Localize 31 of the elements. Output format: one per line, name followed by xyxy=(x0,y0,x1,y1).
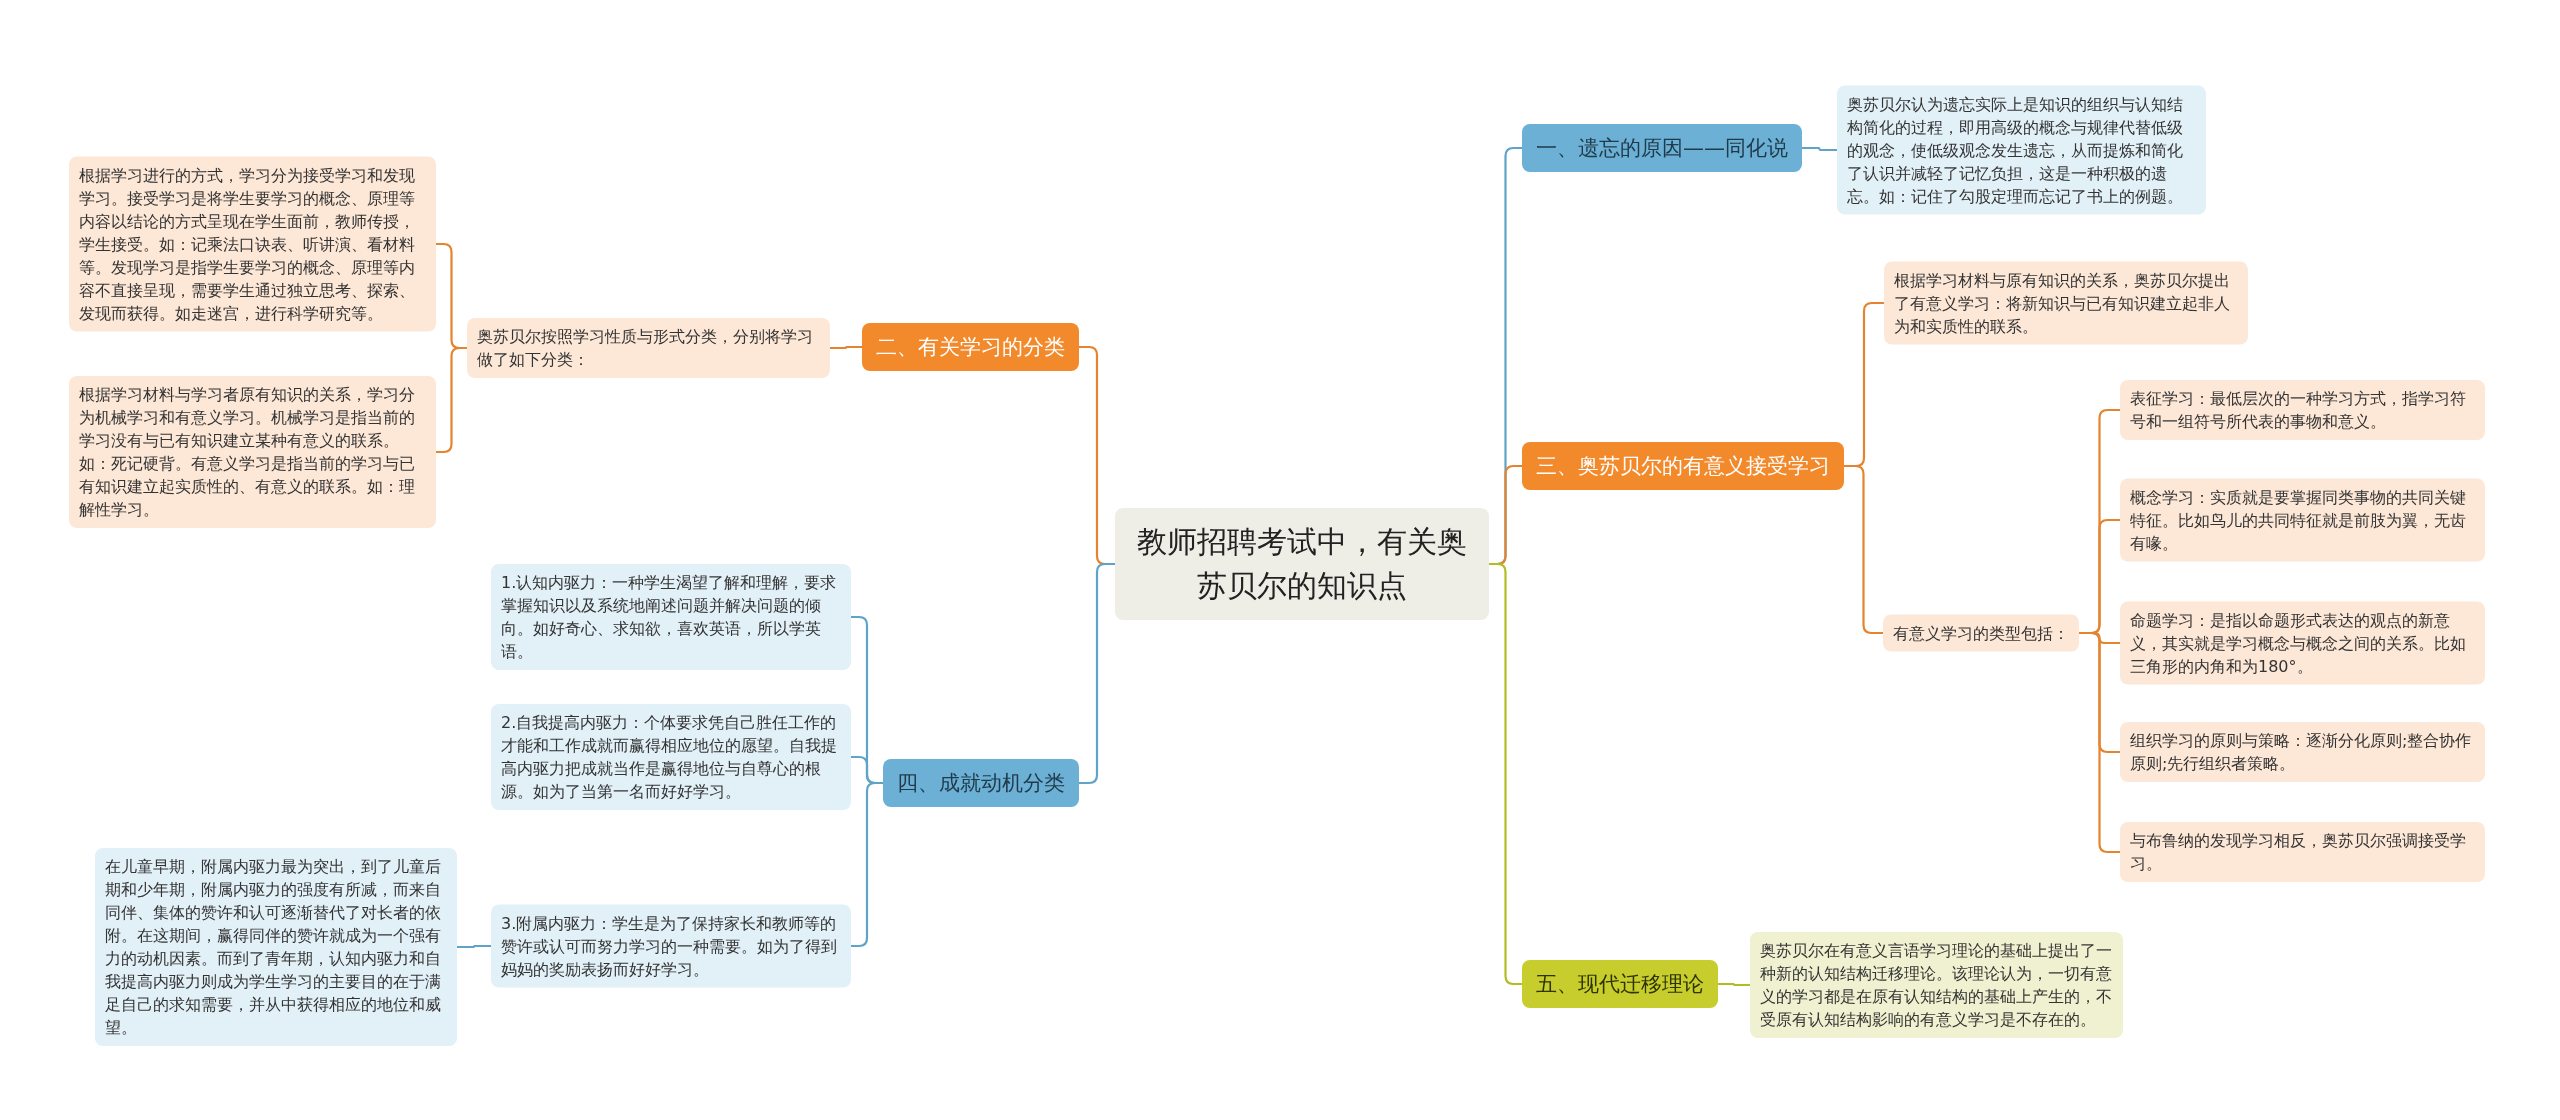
connector-line xyxy=(1844,464,1883,635)
subtopic-box: 1.认知内驱力：一种学生渴望了解和理解，要求掌握知识以及系统地阐述问题并解决问题的倾向。如好奇心、求知欲，喜欢英语，所以学英语。 xyxy=(491,564,851,670)
subtopic-box: 根据学习材料与原有知识的关系，奥苏贝尔提出了有意义学习：将新知识与已有知识建立起非人为和实质性的联系。 xyxy=(1884,261,2248,345)
connector-line xyxy=(1802,146,1837,152)
subtopic-box: 奥苏贝尔在有意义言语学习理论的基础上提出了一种新的认知结构迁移理论。该理论认为，一切有意义的学习都是在原有认知结构的基础上产生的，不受原有认知结构影响的有意义学习是不存在的。 xyxy=(1750,932,2123,1038)
connector-line xyxy=(436,346,467,454)
subtopic-box: 在儿童早期，附属内驱力最为突出，到了儿童后期和少年期，附属内驱力的强度有所减，而来自同伴、集体的赞许和认可逐渐替代了对长者的依附。在这期间，赢得同伴的赞许就成为一个强有力的动机因素。而到了青年期，认知内驱力和自我提高内驱力则成为学生学习的主要目的在于满足自己的求知需要，并从中获得相应的地位和威望。 xyxy=(95,848,457,1046)
branch-topic: 二、有关学习的分类 xyxy=(862,323,1079,371)
subtopic-box: 奥苏贝尔按照学习性质与形式分类，分别将学习做了如下分类： xyxy=(467,318,830,378)
subtopic-box: 概念学习：实质就是要掌握同类事物的共同关键特征。比如鸟儿的共同特征就是前肢为翼，无齿有喙。 xyxy=(2120,478,2485,562)
subtopic-box: 组织学习的原则与策略：逐渐分化原则;整合协作原则;先行组织者策略。 xyxy=(2120,722,2485,782)
subtopic-box: 3.附属内驱力：学生是为了保持家长和教师等的赞许或认可而努力学习的一种需要。如为了得到妈妈的奖励表扬而好好学习。 xyxy=(491,904,851,988)
subtopic-box: 与布鲁纳的发现学习相反，奥苏贝尔强调接受学习。 xyxy=(2120,822,2485,882)
subtopic-box: 奥苏贝尔认为遗忘实际上是知识的组织与认知结构简化的过程，即用高级的概念与规律代替低级的观念，使低级观念发生遗忘，从而提炼和简化了认识并减轻了记忆负担，这是一种积极的遗忘。如：记住了勾股定理而忘记了书上的例题。 xyxy=(1837,85,2206,215)
subtopic-box: 2.自我提高内驱力：个体要求凭自己胜任工作的才能和工作成就而赢得相应地位的愿望。自我提高内驱力把成就当作是赢得地位与自尊心的根源。如为了当第一名而好好学习。 xyxy=(491,704,851,810)
subtopic-box: 表征学习：最低层次的一种学习方式，指学习符号和一组符号所代表的事物和意义。 xyxy=(2120,380,2485,440)
connector-line xyxy=(1079,562,1115,785)
connector-line xyxy=(1718,982,1750,987)
subtopic-box: 命题学习：是指以命题形式表达的观点的新意义，其实就是学习概念与概念之间的关系。比如三角形的内角和为180°。 xyxy=(2120,601,2485,685)
central-topic: 教师招聘考试中，有关奥苏贝尔的知识点 xyxy=(1115,508,1489,620)
connector-line xyxy=(851,781,883,948)
branch-topic: 四、成就动机分类 xyxy=(883,759,1079,807)
subtopic-box: 根据学习进行的方式，学习分为接受学习和发现学习。接受学习是将学生要学习的概念、原理等内容以结论的方式呈现在学生面前，教师传授，学生接受。如：记乘法口诀表、听讲演、看材料等。发现学习是指学生要学习的概念、原理等内容不直接呈现，需要学生通过独立思考、探索、发现而获得。如走迷宫，进行科学研究等。 xyxy=(69,156,436,332)
connector-line xyxy=(457,944,491,949)
subtopic-box: 有意义学习的类型包括： xyxy=(1883,614,2079,652)
branch-topic: 一、遗忘的原因——同化说 xyxy=(1522,124,1802,172)
branch-topic: 五、现代迁移理论 xyxy=(1522,960,1718,1008)
branch-topic: 三、奥苏贝尔的有意义接受学习 xyxy=(1522,442,1844,490)
subtopic-box: 根据学习材料与学习者原有知识的关系，学习分为机械学习和有意义学习。机械学习是指当前的学习没有与已有知识建立某种有意义的联系。如：死记硬背。有意义学习是指当前的学习与已有知识建立起实质性的、有意义的联系。如：理解性学习。 xyxy=(69,376,436,528)
connector-line xyxy=(2079,631,2120,854)
connector-line xyxy=(830,345,862,350)
